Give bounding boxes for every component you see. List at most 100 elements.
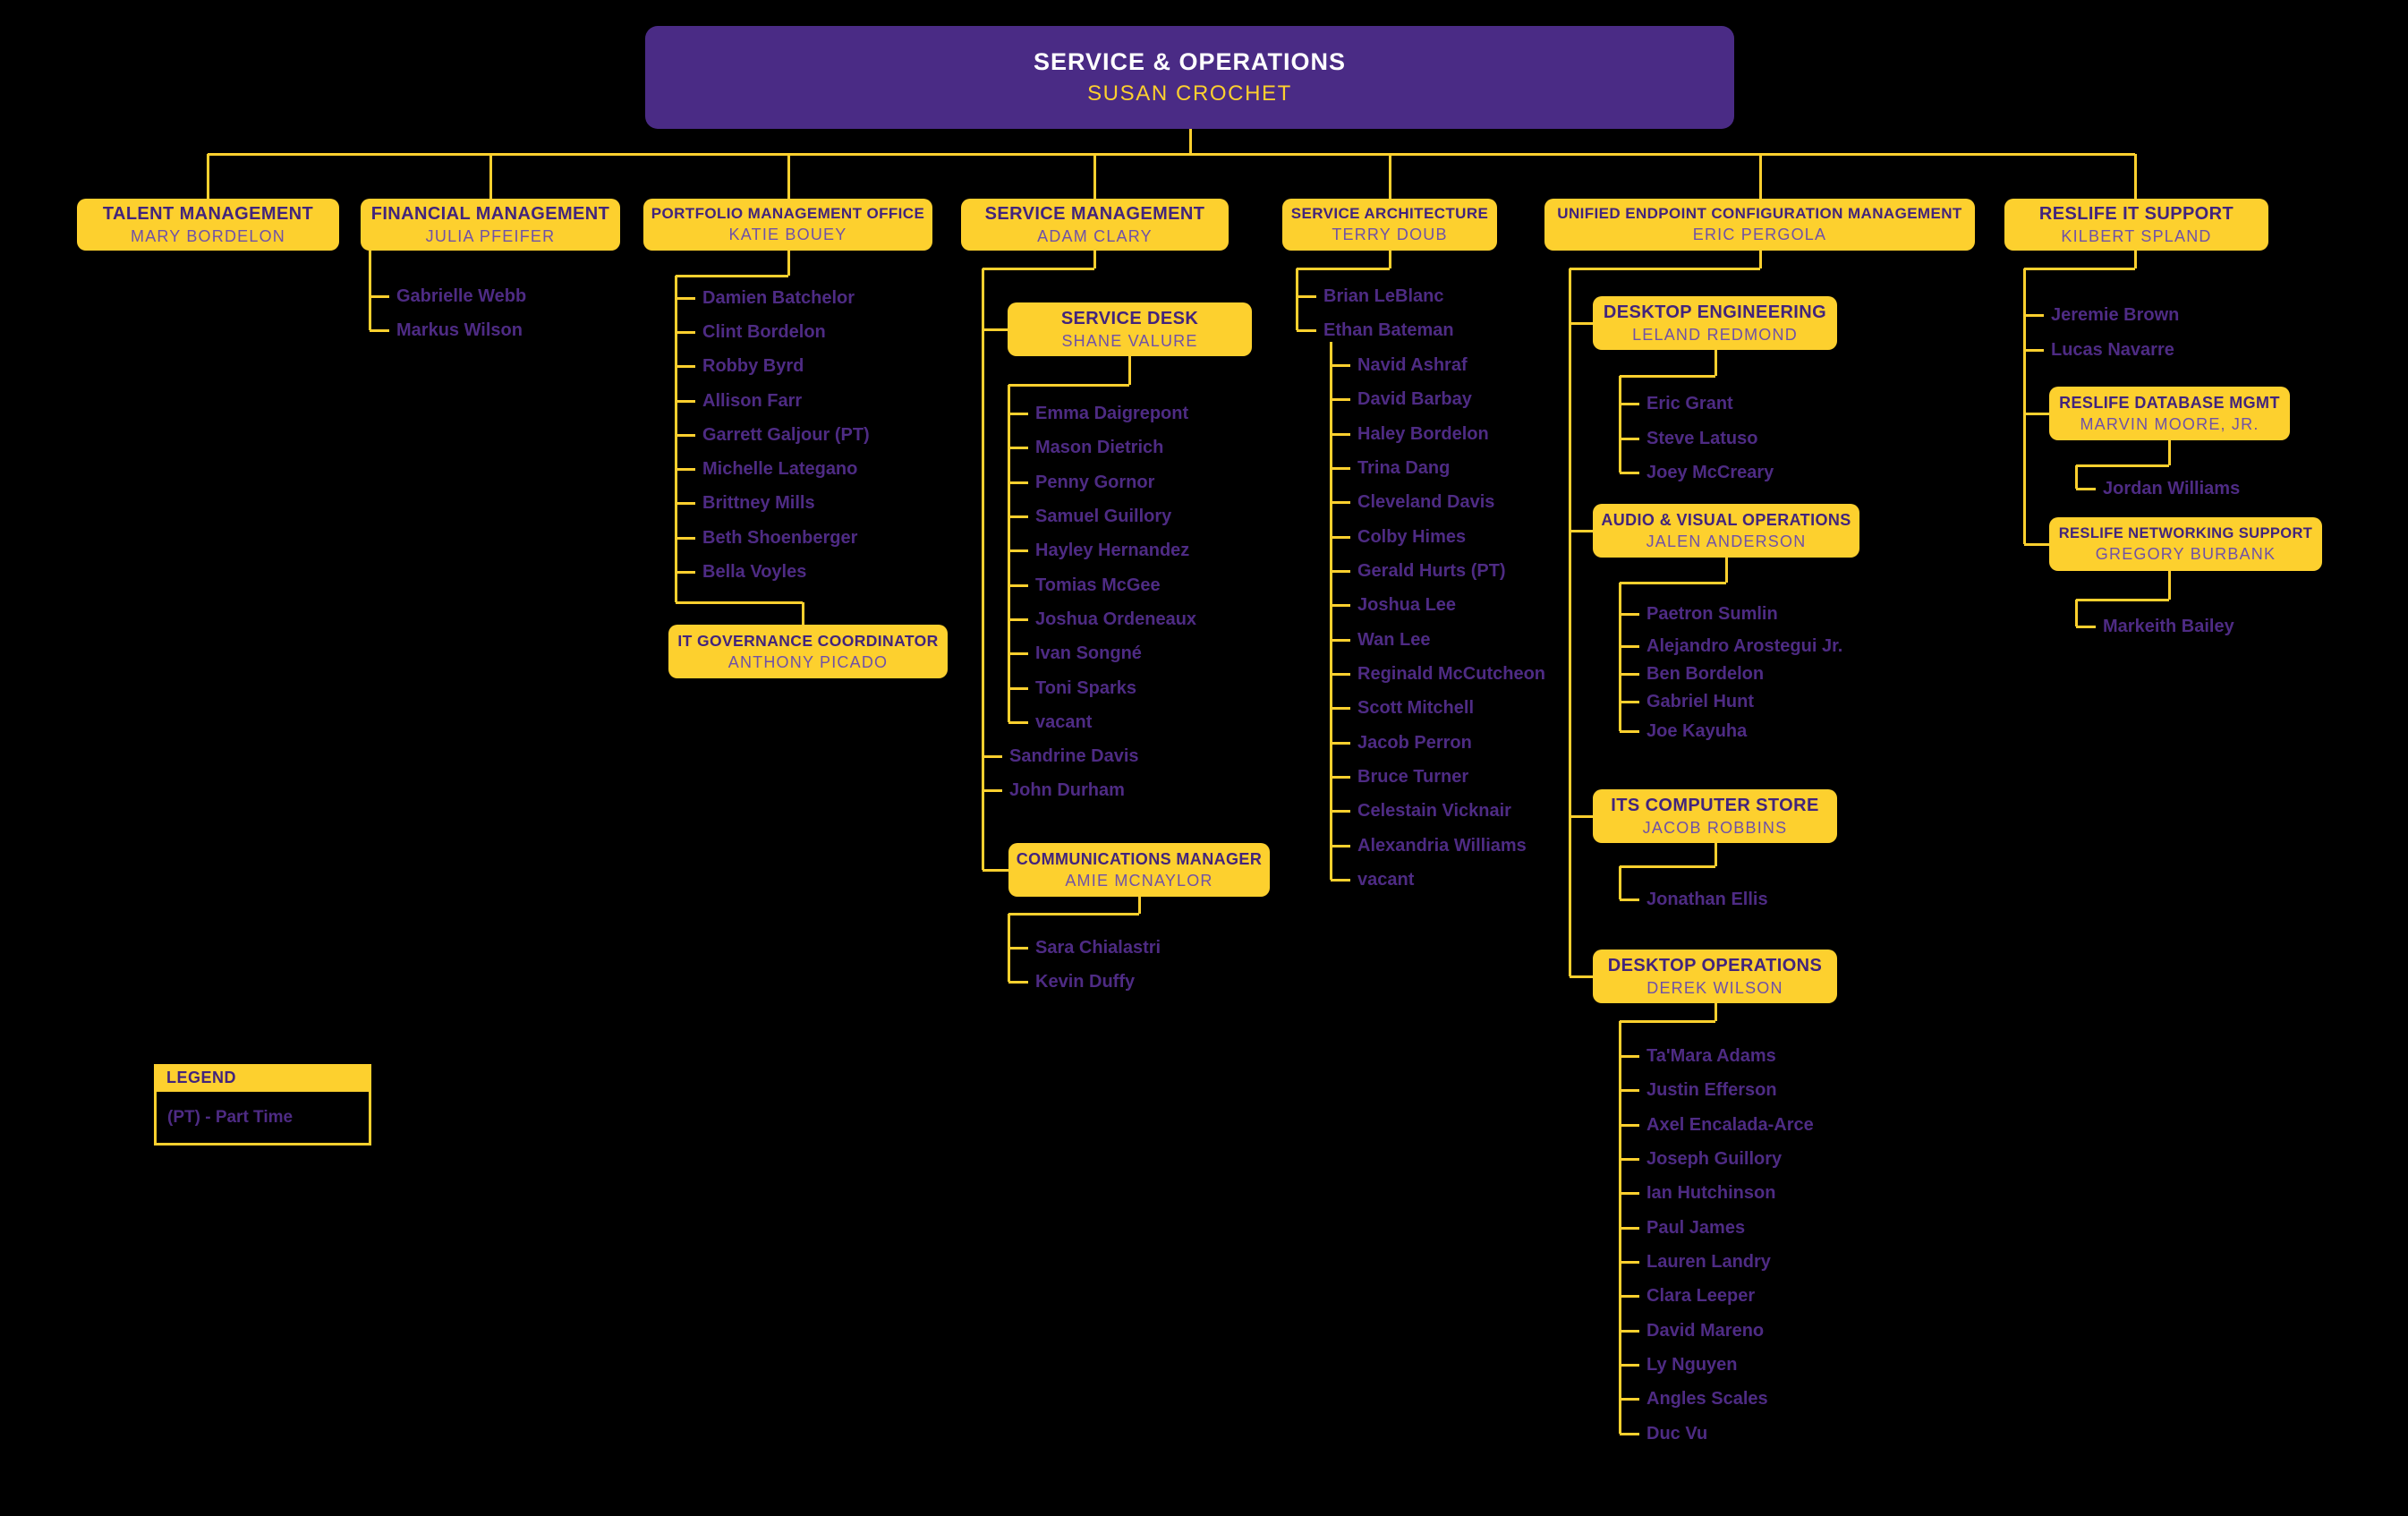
connector-line — [2167, 440, 2171, 465]
connector-tick — [1331, 397, 1350, 401]
connector-line — [1714, 843, 1717, 866]
member-name: Colby Himes — [1357, 527, 1467, 547]
connector-line — [1127, 356, 1131, 385]
connector-tick — [1620, 729, 1639, 733]
member-name: Gabrielle Webb — [396, 286, 527, 306]
member-name: Beth Shoenberger — [702, 528, 858, 548]
connector-tick — [1297, 328, 1316, 332]
member-name: Trina Dang — [1357, 458, 1451, 478]
member-name: Scott Mitchell — [1357, 698, 1475, 718]
member-name: Joseph Guillory — [1646, 1149, 1783, 1169]
connector-line — [1570, 321, 1593, 325]
connector-line — [2024, 267, 2135, 270]
dept-manager-name: LELAND REDMOND — [1632, 325, 1798, 344]
connector-tick — [1331, 809, 1350, 813]
dept-manager-name: ANTHONY PICADO — [728, 652, 889, 671]
connector-tick — [1331, 844, 1350, 847]
connector-line — [981, 268, 984, 870]
legend-body: (PT) - Part Time — [154, 1092, 371, 1146]
connector-line — [1618, 866, 1621, 899]
dept-box-pmo: PORTFOLIO MANAGEMENT OFFICE KATIE BOUEY — [643, 199, 932, 251]
dept-manager-name: DEREK WILSON — [1646, 978, 1783, 997]
member-name: Haley Bordelon — [1357, 424, 1489, 444]
connector-line — [1570, 814, 1593, 818]
connector-tick — [1331, 878, 1350, 881]
connector-tick — [1620, 1260, 1639, 1264]
connector-line — [1758, 251, 1762, 268]
connector-tick — [983, 754, 1002, 758]
connector-line — [983, 868, 1008, 872]
member-name: Damien Batchelor — [702, 288, 855, 308]
connector-line — [1714, 350, 1717, 376]
connector-tick — [1620, 1432, 1639, 1435]
dept-manager-name: AMIE MCNAYLOR — [1065, 871, 1213, 890]
connector-tick — [676, 433, 695, 437]
dept-title: PORTFOLIO MANAGEMENT OFFICE — [651, 205, 925, 222]
connector-line — [1188, 129, 1192, 155]
connector-tick — [1620, 402, 1639, 405]
connector-line — [983, 328, 1008, 331]
connector-line — [489, 154, 492, 199]
connector-line — [1570, 267, 1760, 270]
connector-tick — [1331, 741, 1350, 745]
connector-tick — [370, 328, 389, 332]
connector-line — [1007, 385, 1010, 722]
connector-line — [2024, 412, 2049, 415]
root-dept-box: SERVICE & OPERATIONS SUSAN CROCHET — [645, 26, 1734, 129]
connector-line — [1388, 154, 1391, 199]
member-name: Reginald McCutcheon — [1357, 664, 1546, 684]
member-name: Joshua Ordeneaux — [1035, 609, 1197, 629]
connector-line — [1570, 529, 1593, 532]
connector-tick — [2024, 348, 2044, 352]
connector-line — [2074, 600, 2078, 626]
connector-line — [2133, 251, 2137, 268]
member-name: Justin Efferson — [1646, 1080, 1777, 1100]
connector-tick — [1620, 672, 1639, 676]
connector-tick — [1008, 946, 1028, 950]
connector-line — [676, 600, 803, 604]
connector-line — [674, 276, 677, 602]
connector-line — [676, 274, 788, 277]
member-name: Cleveland Davis — [1357, 492, 1495, 512]
dept-title: ITS COMPUTER STORE — [1611, 795, 1819, 815]
connector-tick — [1620, 471, 1639, 474]
connector-line — [2022, 268, 2026, 544]
dept-manager-name: ERIC PERGOLA — [1692, 226, 1827, 243]
member-name: Sara Chialastri — [1035, 938, 1161, 958]
dept-manager-name: JALEN ANDERSON — [1646, 532, 1807, 550]
dept-title: RESLIFE DATABASE MGMT — [2059, 393, 2280, 412]
connector-tick — [1008, 549, 1028, 552]
connector-line — [1297, 267, 1390, 270]
connector-line — [787, 154, 790, 199]
member-name: Jeremie Brown — [2051, 305, 2180, 325]
dept-manager-name: KATIE BOUEY — [728, 226, 847, 243]
member-name: Navid Ashraf — [1357, 355, 1468, 375]
member-name: Jordan Williams — [2103, 479, 2241, 498]
connector-line — [208, 152, 2135, 156]
member-name: Ethan Bateman — [1323, 320, 1454, 340]
member-name: Duc Vu — [1646, 1424, 1708, 1444]
connector-line — [1137, 897, 1141, 914]
connector-tick — [2024, 313, 2044, 317]
member-name: Clara Leeper — [1646, 1286, 1756, 1306]
connector-line — [2167, 571, 2171, 600]
member-name: Ta'Mara Adams — [1646, 1046, 1776, 1066]
connector-line — [1093, 154, 1096, 199]
root-dept-title: SERVICE & OPERATIONS — [1033, 48, 1347, 75]
member-name: Lucas Navarre — [2051, 340, 2174, 360]
connector-tick — [676, 536, 695, 540]
member-name: John Durham — [1009, 780, 1125, 800]
connector-line — [1568, 268, 1571, 976]
connector-tick — [1620, 644, 1639, 648]
connector-tick — [1620, 1363, 1639, 1367]
member-name: David Barbay — [1357, 389, 1472, 409]
member-name: vacant — [1357, 870, 1415, 890]
connector-line — [1329, 342, 1332, 880]
connector-tick — [1008, 980, 1028, 984]
